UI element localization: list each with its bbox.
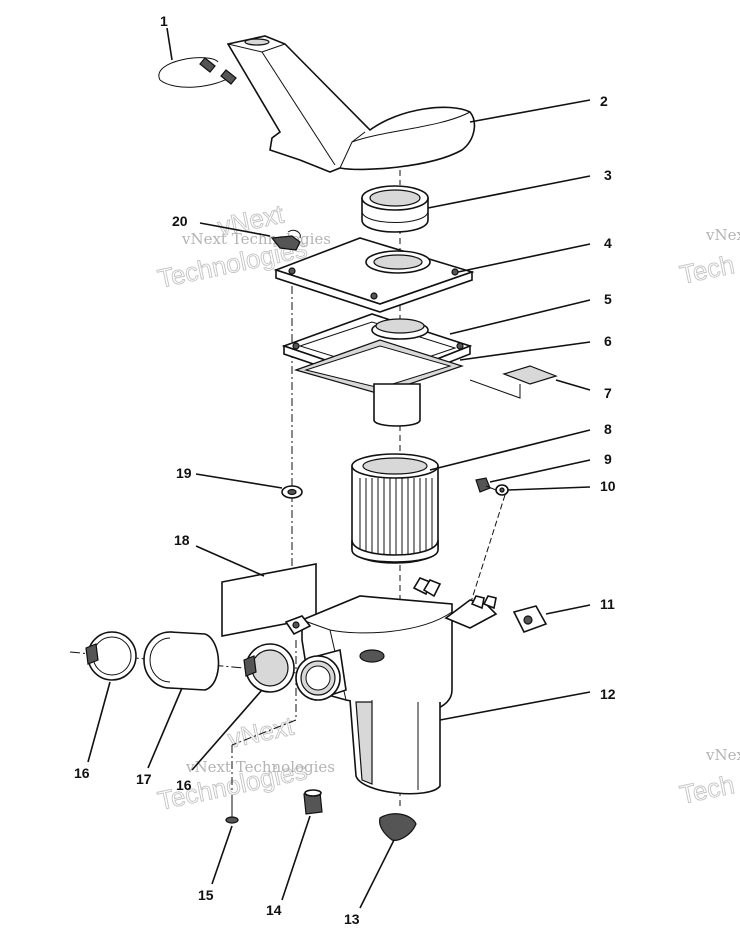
part-2-silencer xyxy=(226,35,476,173)
callout-11: 11 xyxy=(600,596,615,612)
part-12-air-box xyxy=(284,577,498,795)
callout-20: 20 xyxy=(172,213,188,229)
callout-6: 6 xyxy=(604,333,612,349)
part-7-decal xyxy=(469,365,558,399)
base-plate-tube xyxy=(373,383,421,427)
callout-12: 12 xyxy=(600,686,616,702)
part-9-screw xyxy=(475,477,497,493)
watermark-text: Tech xyxy=(677,769,737,810)
callout-2: 2 xyxy=(600,93,608,109)
part-1-clamp xyxy=(158,57,237,88)
watermark-text: Tech xyxy=(677,249,737,290)
watermark-text: vNex xyxy=(705,226,740,244)
part-13-drain-valve xyxy=(379,813,417,841)
watermark-text: vNext xyxy=(225,711,297,754)
callout-7: 7 xyxy=(604,385,612,401)
part-14-plug xyxy=(303,789,323,815)
part-15-screw xyxy=(225,795,239,824)
callout-15: 15 xyxy=(198,887,214,903)
part-19-grommet xyxy=(281,485,303,499)
callout-1: 1 xyxy=(160,13,168,29)
watermark-right-top: vNex Tech xyxy=(677,226,740,290)
callout-14: 14 xyxy=(266,902,282,918)
watermark-right-bottom: vNex Tech xyxy=(677,746,740,810)
watermark-text: vNext Technologies xyxy=(185,758,335,776)
part-20-clip xyxy=(270,229,301,251)
part-10-washer xyxy=(495,484,509,496)
callout-10: 10 xyxy=(600,478,616,494)
callout-9: 9 xyxy=(604,451,612,467)
callout-labels: 1 2 3 4 5 6 7 8 9 10 11 12 13 14 15 16 1… xyxy=(74,13,616,927)
part-8-filter-element xyxy=(351,453,439,564)
callout-19: 19 xyxy=(176,465,192,481)
watermark-text: vNex xyxy=(705,746,740,764)
callout-4: 4 xyxy=(604,235,612,251)
callout-16-right: 16 xyxy=(176,777,192,793)
part-3-adapter xyxy=(361,185,429,233)
callout-5: 5 xyxy=(604,291,612,307)
callout-8: 8 xyxy=(604,421,612,437)
part-11-clip xyxy=(512,605,548,633)
part-16-clamp-left xyxy=(85,631,137,681)
callout-18: 18 xyxy=(174,532,190,548)
leader-lines xyxy=(87,27,591,909)
callout-17: 17 xyxy=(136,771,152,787)
part-17-boot xyxy=(143,631,220,691)
callout-16-left: 16 xyxy=(74,765,90,781)
part-6-gasket xyxy=(294,339,464,395)
part-4-cover-plate xyxy=(273,237,475,313)
part-16-clamp-right xyxy=(243,643,295,693)
callout-3: 3 xyxy=(604,167,612,183)
callout-13: 13 xyxy=(344,911,360,927)
